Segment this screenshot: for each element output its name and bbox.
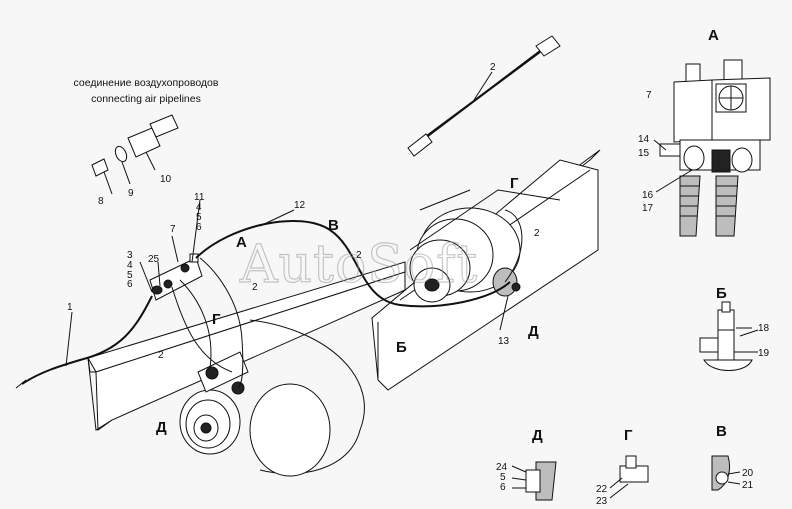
part-number-label: 11 <box>194 192 205 203</box>
detail-v <box>711 455 741 491</box>
part-number-label: 1 <box>67 302 73 313</box>
leader-lines <box>65 71 759 367</box>
watermark-text: AutoSoft <box>239 235 478 295</box>
part-number-label: 16 <box>642 190 654 201</box>
part-number-label: 7 <box>170 224 176 235</box>
rail-valve-block <box>149 253 203 301</box>
part-number-label: 10 <box>160 174 172 185</box>
lower-pulley <box>179 319 365 477</box>
detail-b <box>699 301 753 371</box>
part-number-label: 25 <box>148 254 160 265</box>
connector-parts <box>91 114 179 195</box>
part-9-ring <box>114 145 128 163</box>
view-label-v-main: В <box>328 217 339 234</box>
part-numbers: 1 2 2 2 2 2 7 7 8 9 10 11 4 5 6 12 3 4 5… <box>67 62 770 507</box>
part-number-label: 5 <box>500 472 506 483</box>
part-number-label: 3 <box>127 250 133 261</box>
caption-ru: соединение воздухопроводов <box>74 77 219 89</box>
view-label-g-main: Г <box>212 311 221 328</box>
part-number-label: 22 <box>596 484 608 495</box>
part-number-label: 8 <box>98 196 104 207</box>
view-label-b-detail: Б <box>716 285 727 302</box>
part-8-nut <box>91 158 109 177</box>
caption-en: connecting air pipelines <box>91 93 201 105</box>
part-number-label: 24 <box>496 462 508 473</box>
part-number-label: 5 <box>127 270 133 281</box>
part-number-label: 2 <box>252 282 258 293</box>
view-label-d-right: Д <box>528 323 539 340</box>
part-number-label: 2 <box>158 350 164 361</box>
part-number-label: 6 <box>196 222 202 233</box>
part-number-label: 17 <box>642 203 654 214</box>
part-number-label: 15 <box>638 148 650 159</box>
part-number-label: 2 <box>490 62 496 73</box>
part-number-label: 6 <box>127 279 133 290</box>
view-label-d-detail: Д <box>532 427 543 444</box>
detail-d <box>511 461 557 501</box>
part-number-label: 12 <box>294 200 306 211</box>
part-number-label: 19 <box>758 348 770 359</box>
part-number-label: 21 <box>742 480 754 491</box>
view-label-g-upper: Г <box>510 175 519 192</box>
hose-2 <box>407 35 561 157</box>
part-number-label: 20 <box>742 468 754 479</box>
view-label-g-detail: Г <box>624 427 633 444</box>
view-label-v-detail: В <box>716 423 727 440</box>
view-label-a-top: А <box>708 27 719 44</box>
part-number-label: 2 <box>534 228 540 239</box>
part-number-label: 18 <box>758 323 770 334</box>
view-label-d-left: Д <box>156 419 167 436</box>
center-unit <box>409 189 561 303</box>
part-number-label: 6 <box>500 482 506 493</box>
part-number-label: 4 <box>196 202 202 213</box>
part-number-label: 13 <box>498 336 510 347</box>
part-number-label: 2 <box>356 250 362 261</box>
view-label-b-main: Б <box>396 339 407 356</box>
detail-g <box>609 455 649 499</box>
part-number-label: 4 <box>127 260 133 271</box>
air-pipelines <box>15 209 523 389</box>
view-label-a-main: А <box>236 234 247 251</box>
part-number-label: 14 <box>638 134 650 145</box>
part-10-sleeve <box>127 127 161 158</box>
part-number-label: 5 <box>196 212 202 223</box>
part-number-label: 7 <box>646 90 652 101</box>
part-number-label: 9 <box>128 188 134 199</box>
part-number-label: 23 <box>596 496 608 507</box>
view-a-assembly <box>659 59 771 237</box>
